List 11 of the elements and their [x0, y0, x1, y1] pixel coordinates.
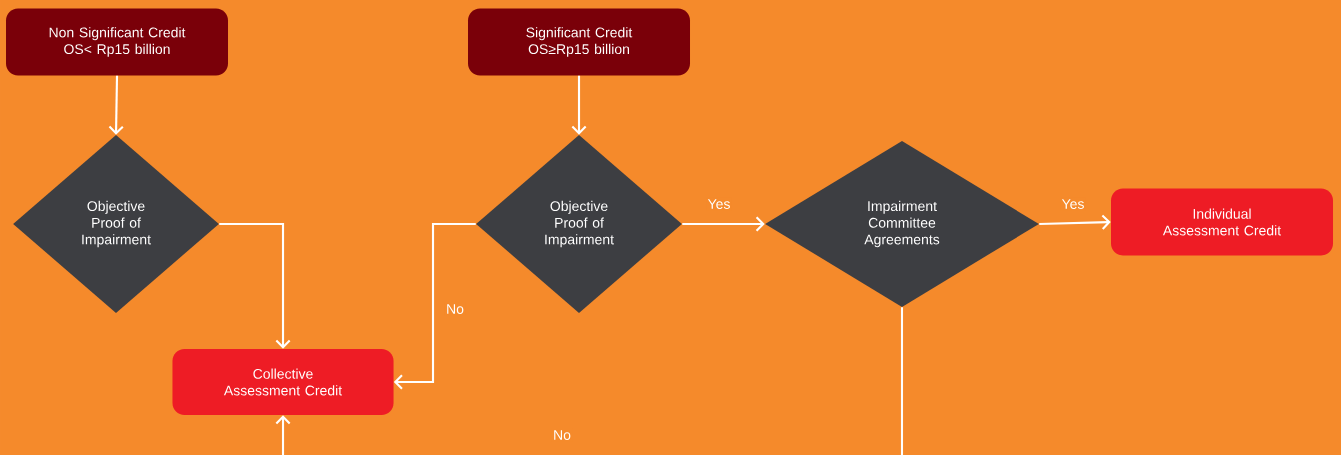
- arrow: [682, 216, 765, 232]
- arrow: [571, 75, 587, 135]
- arrow: [393, 222, 476, 390]
- credit-box: Significant Credit OS≥Rp15 billion: [468, 8, 690, 76]
- arrow: [1039, 214, 1111, 230]
- result-box: Collective Assessment Credit: [172, 349, 394, 415]
- result-box: Individual Assessment Credit: [1111, 188, 1333, 256]
- arrow: [108, 75, 124, 135]
- credit-box: Non Significant Credit OS< Rp15 billion: [6, 8, 228, 76]
- arrow: [275, 307, 904, 455]
- arrow: [219, 222, 291, 349]
